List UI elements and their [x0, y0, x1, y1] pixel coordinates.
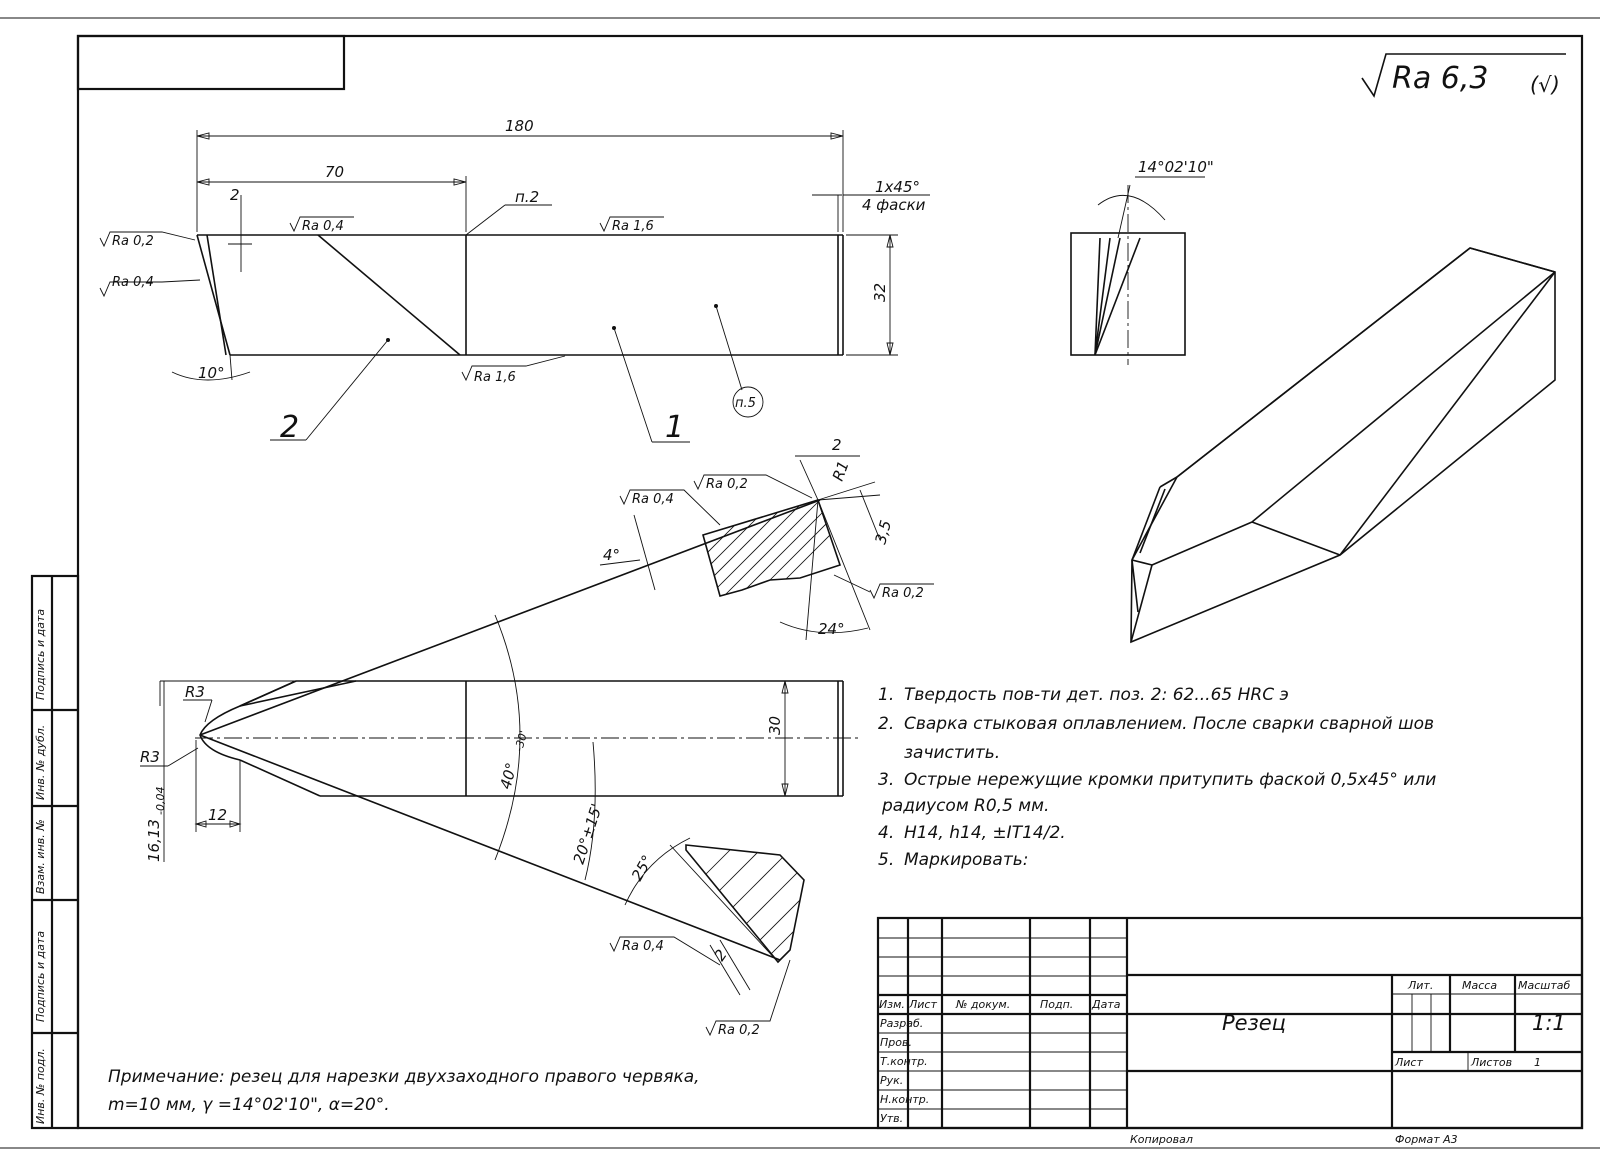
chamfer-note: 1x45°	[875, 178, 920, 196]
label-sheet: Лист	[1394, 1056, 1423, 1069]
strip-label-5: Инв. № подл.	[34, 1048, 47, 1124]
note-2-cont: зачистить.	[904, 743, 1000, 763]
ra-left-top: Ra 0,2	[112, 234, 154, 249]
note-3-cont: радиусом R0,5 мм.	[881, 796, 1049, 816]
side-view: 14°02'10"	[1070, 158, 1214, 365]
col-list: Лист	[908, 998, 937, 1011]
ra-left-bottom: Ra 0,4	[112, 275, 154, 290]
remark-line-2: m=10 мм, γ =14°02'10", α=20°.	[108, 1095, 390, 1115]
general-roughness-text: Ra 6,3	[1392, 61, 1488, 96]
dim-32: 32	[871, 283, 889, 302]
note-5-text: Маркировать:	[904, 850, 1028, 870]
dim-30: 30	[766, 716, 784, 735]
note-4-num: 4.	[878, 823, 894, 843]
note-2-num: 2.	[878, 714, 894, 734]
section-lower: 25° 2 Ra 0,4 Ra 0,2	[609, 837, 805, 1038]
isometric-view	[1130, 247, 1556, 644]
general-roughness-mark: Ra 6,3 (√)	[1361, 53, 1566, 98]
ra-section-b: Ra 0,2	[706, 477, 748, 492]
scale-value: 1:1	[1532, 1011, 1566, 1035]
row-nkontr: Н.контр.	[880, 1093, 929, 1106]
side-view-angle: 14°02'10"	[1138, 158, 1214, 176]
label-sheets: Листов	[1470, 1056, 1512, 1069]
label-masshtab: Масштаб	[1518, 979, 1570, 992]
strip-label-2: Инв. № дубл.	[34, 725, 47, 800]
drawing-frame	[76, 34, 1584, 1130]
r3-top: R3	[185, 683, 205, 701]
position-2: 2	[280, 410, 299, 445]
dim-70: 70	[325, 163, 344, 181]
angle-25: 25°	[628, 852, 657, 884]
dim-180: 180	[505, 117, 534, 135]
dim-16-13: 16,13	[145, 819, 163, 862]
label-massa: Масса	[1462, 979, 1497, 992]
col-date: Дата	[1091, 998, 1121, 1011]
ra-section-e: Ra 0,2	[718, 1023, 760, 1038]
note-ref-p5: п.5	[735, 396, 756, 411]
ra-section-a: Ra 0,4	[632, 492, 674, 507]
top-view: 180 70 2 32 1x45° 4 фаски п.2 10° Ra 0	[99, 117, 930, 445]
angle-24: 24°	[818, 620, 845, 638]
row-ruk: Рук.	[880, 1074, 903, 1087]
r3-left: R3	[140, 748, 160, 766]
technical-requirements: 1. Твердость пов-ти дет. поз. 2: 62...65…	[878, 685, 1436, 870]
note-ref-p2: п.2	[515, 188, 539, 206]
part-title: Резец	[1222, 1011, 1286, 1035]
col-sign: Подп.	[1040, 998, 1073, 1011]
section-upper: 4° 2 R1 3,5 24° Ra 0,4 Ra 0,2 Ra 0,2	[599, 436, 934, 641]
ra-section-c: Ra 0,2	[882, 586, 924, 601]
ra-top-a: Ra 0,4	[302, 219, 344, 234]
strip-label-4: Подпись и дата	[34, 931, 47, 1022]
note-3-num: 3.	[878, 770, 894, 790]
row-tkontr: Т.контр.	[880, 1055, 928, 1068]
note-4-text: H14, h14, ±IT14/2.	[904, 823, 1066, 843]
angle-10: 10°	[198, 364, 225, 382]
note-5-num: 5.	[878, 850, 894, 870]
position-1: 1	[665, 410, 684, 445]
top-left-box	[76, 34, 346, 91]
footer-copied: Копировал	[1130, 1133, 1193, 1146]
note-1-text: Твердость пов-ти дет. поз. 2: 62...65 HR…	[904, 685, 1289, 705]
remark-line-1: Примечание: резец для нарезки двухзаходн…	[108, 1067, 700, 1087]
dim-3-5: 3,5	[871, 518, 895, 546]
angle-40-tol: -30'	[512, 729, 530, 753]
note-1-num: 1.	[878, 685, 894, 705]
title-block: Изм. Лист № докум. Подп. Дата Разраб. Пр…	[876, 916, 1584, 1130]
angle-40: 40°	[496, 761, 520, 791]
plan-view: R3 R3 16,13 -0,04 12 30 40° -30' 20°±15'	[140, 499, 860, 961]
sheets-value: 1	[1534, 1056, 1541, 1069]
angle-20: 20°±15'	[570, 801, 606, 866]
ra-bottom: Ra 1,6	[474, 370, 516, 385]
ra-top-b: Ra 1,6	[612, 219, 654, 234]
note-3-text: Острые нережущие кромки притупить фаской…	[904, 770, 1436, 790]
chamfer-count: 4 фаски	[862, 196, 926, 214]
dim-2-top: 2	[832, 436, 842, 454]
general-roughness-subsymbol: (√)	[1530, 73, 1560, 97]
col-doc: № докум.	[955, 998, 1010, 1011]
radius-r1: R1	[829, 458, 853, 483]
dim-16-13-tol: -0,04	[154, 787, 167, 815]
row-utv: Утв.	[880, 1112, 903, 1125]
dim-12: 12	[208, 806, 227, 824]
col-izm: Изм.	[879, 998, 905, 1011]
note-2-text: Сварка стыковая оплавлением. После сварк…	[904, 714, 1434, 734]
strip-label-3: Взам. инв. №	[34, 819, 47, 894]
side-strip: Подпись и дата Инв. № дубл. Взам. инв. №…	[30, 574, 80, 1130]
label-lit: Лит.	[1407, 979, 1433, 992]
row-razrab: Разраб.	[880, 1017, 923, 1030]
dim-2-chamfer: 2	[230, 186, 240, 204]
row-prov: Пров.	[880, 1036, 912, 1049]
strip-label-1: Подпись и дата	[34, 609, 47, 700]
angle-4: 4°	[603, 546, 620, 564]
ra-section-d: Ra 0,4	[622, 939, 664, 954]
footer-format: Формат А3	[1395, 1133, 1458, 1146]
